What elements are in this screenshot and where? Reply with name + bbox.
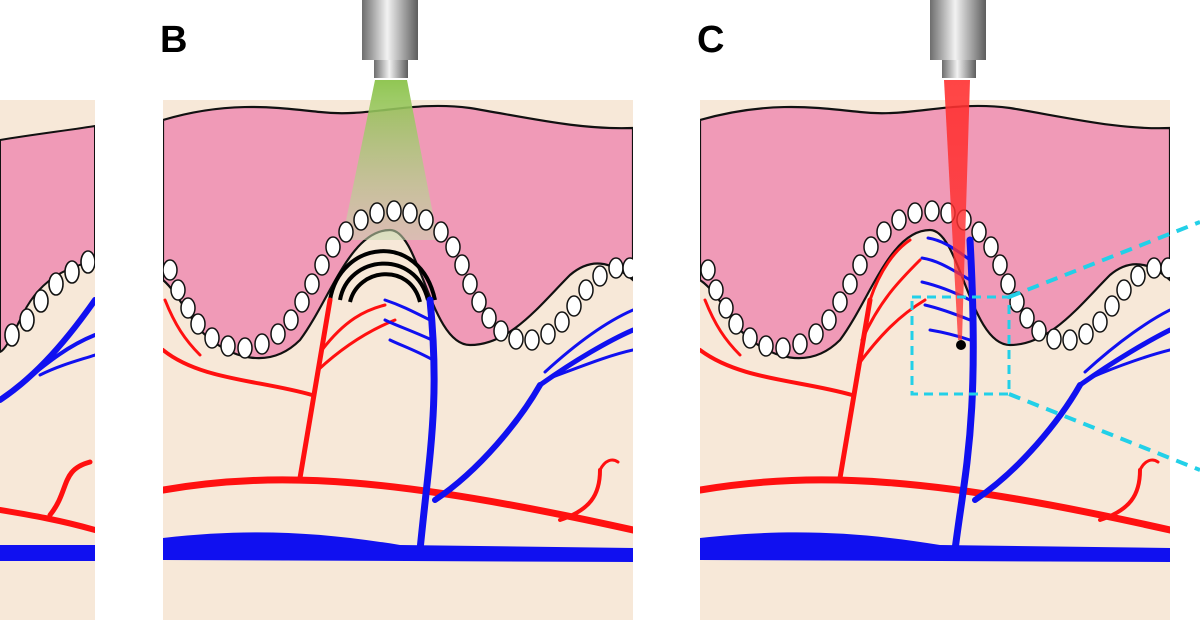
microscope-objective-icon — [930, 0, 986, 78]
deep-vein — [163, 532, 633, 562]
vein-network — [383, 296, 633, 554]
panel-a — [0, 100, 95, 620]
panel-label-b: B — [160, 19, 187, 61]
deep-vein — [0, 545, 95, 561]
red-laser-beam — [944, 80, 970, 340]
artery-network — [700, 238, 1170, 534]
vein-network — [920, 236, 1170, 554]
green-excitation-beam — [342, 80, 438, 240]
microscope-objective-icon — [362, 0, 418, 78]
basal-cell-row — [163, 200, 633, 359]
capillary-loops-imaged — [328, 249, 437, 303]
zoom-region-box — [910, 295, 1011, 396]
artery-network — [163, 297, 633, 534]
artery-network — [0, 459, 95, 533]
panel-c: C — [697, 0, 1200, 620]
basal-cell-row — [700, 200, 1170, 359]
zoom-projection-lines — [1008, 220, 1200, 472]
epidermis-layer — [700, 104, 1170, 360]
panel-label-c: C — [697, 19, 724, 61]
laser-focal-point — [956, 340, 966, 350]
vein-network — [0, 297, 95, 403]
basal-cell-row — [4, 250, 95, 347]
panel-b: B — [160, 0, 633, 620]
deep-vein — [700, 532, 1170, 562]
